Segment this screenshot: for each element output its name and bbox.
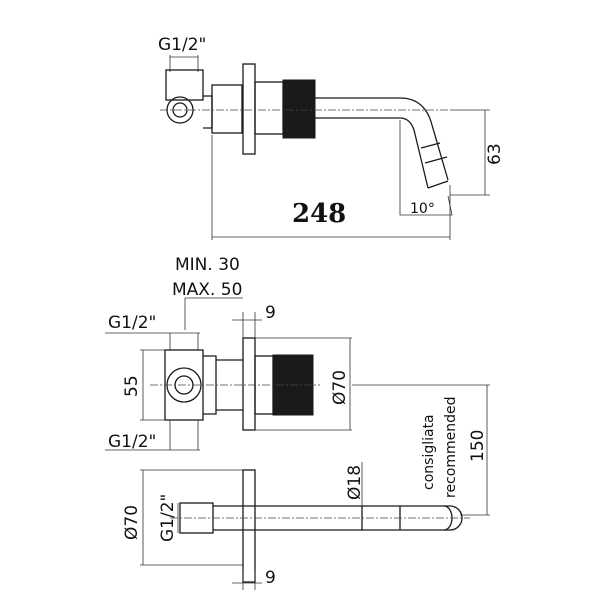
body-height-dimension: 55 — [122, 375, 142, 397]
front-wall-flange — [242, 337, 256, 431]
front-flange-thickness: 9 — [265, 303, 276, 323]
top-thread-label: G1/2" — [158, 35, 206, 55]
side-wall-flange — [242, 469, 256, 583]
angle-dimension: 10° — [410, 201, 435, 217]
height-dimension: 63 — [485, 143, 505, 165]
side-flange-thickness: 9 — [265, 568, 276, 588]
recommended-it-label: consigliata — [421, 414, 437, 490]
side-plate-diameter: Ø70 — [122, 505, 142, 540]
handle-knob — [282, 79, 316, 139]
wall-flange — [242, 63, 256, 155]
front-plate-diameter: Ø70 — [330, 370, 350, 405]
side-thread-label: G1/2" — [158, 494, 178, 542]
front-thread-bottom: G1/2" — [108, 432, 156, 452]
elbow-fitting — [165, 69, 204, 101]
max-depth-label: MAX. 50 — [172, 280, 242, 300]
front-view: MIN. 30 MAX. 50 9 G1/2" 55 Ø70 G1/2" con… — [105, 255, 490, 516]
spout-diameter: Ø18 — [345, 465, 365, 500]
top-view: G1/2" 248 10° 63 — [158, 35, 505, 240]
min-depth-label: MIN. 30 — [175, 255, 240, 275]
recommended-height-dimension: 150 — [468, 430, 488, 462]
front-thread-top: G1/2" — [108, 313, 156, 333]
length-dimension: 248 — [292, 199, 346, 229]
recommended-en-label: recommended — [443, 397, 459, 498]
side-view: Ø70 G1/2" Ø18 9 — [122, 462, 470, 590]
